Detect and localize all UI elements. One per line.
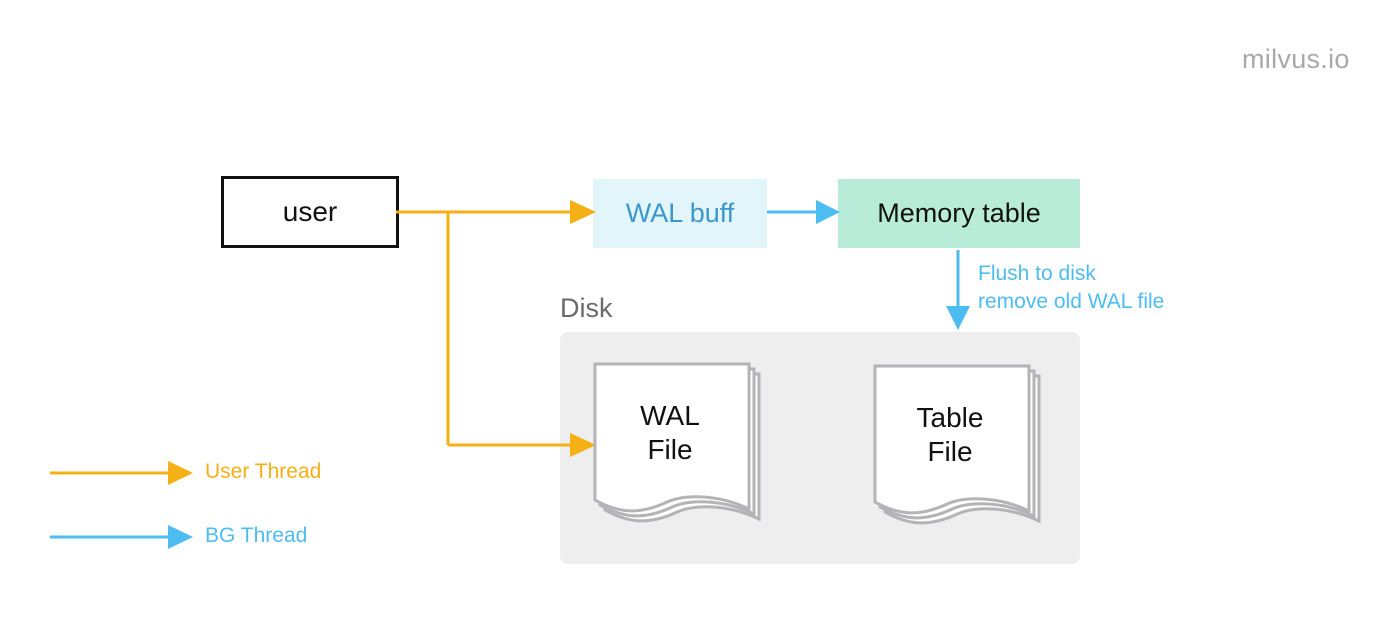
disk-label: Disk	[560, 293, 613, 323]
legend-user-thread-arrowhead	[168, 461, 193, 485]
wal-buffer-node: WAL buff	[593, 179, 767, 248]
user-thread-connector	[396, 210, 572, 447]
table-file-icon	[873, 364, 1041, 525]
arrowhead-to-wal-buff	[570, 200, 596, 224]
user-node-label: user	[282, 196, 338, 227]
arrowhead-flush	[946, 306, 970, 330]
table-file-label-line1: Table	[916, 402, 984, 433]
legend-bg-thread-label: BG Thread	[205, 524, 308, 547]
memory-table-label: Memory table	[877, 198, 1041, 228]
table-file-label: Table File	[875, 401, 1025, 469]
wal-buffer-label: WAL buff	[625, 198, 735, 228]
legend-bg-thread-arrowhead	[168, 525, 193, 549]
memory-table-node: Memory table	[838, 179, 1080, 248]
table-file-label-line2: File	[927, 436, 973, 467]
arrowhead-to-wal-file	[570, 433, 596, 457]
wal-file-icon	[593, 362, 761, 523]
user-node: user	[221, 176, 399, 248]
flush-annotation-line2: remove old WAL file	[978, 290, 1165, 313]
arrowhead-to-memory-table	[816, 200, 840, 224]
legend-user-thread-label: User Thread	[205, 460, 322, 483]
watermark-logo: milvus.io	[1242, 44, 1350, 74]
flush-annotation-line1: Flush to disk	[978, 262, 1096, 285]
flush-annotation: Flush to disk remove old WAL file	[978, 260, 1164, 316]
wal-file-label-line2: File	[647, 434, 693, 465]
wal-file-label: WAL File	[595, 399, 745, 467]
wal-file-label-line1: WAL	[640, 400, 700, 431]
